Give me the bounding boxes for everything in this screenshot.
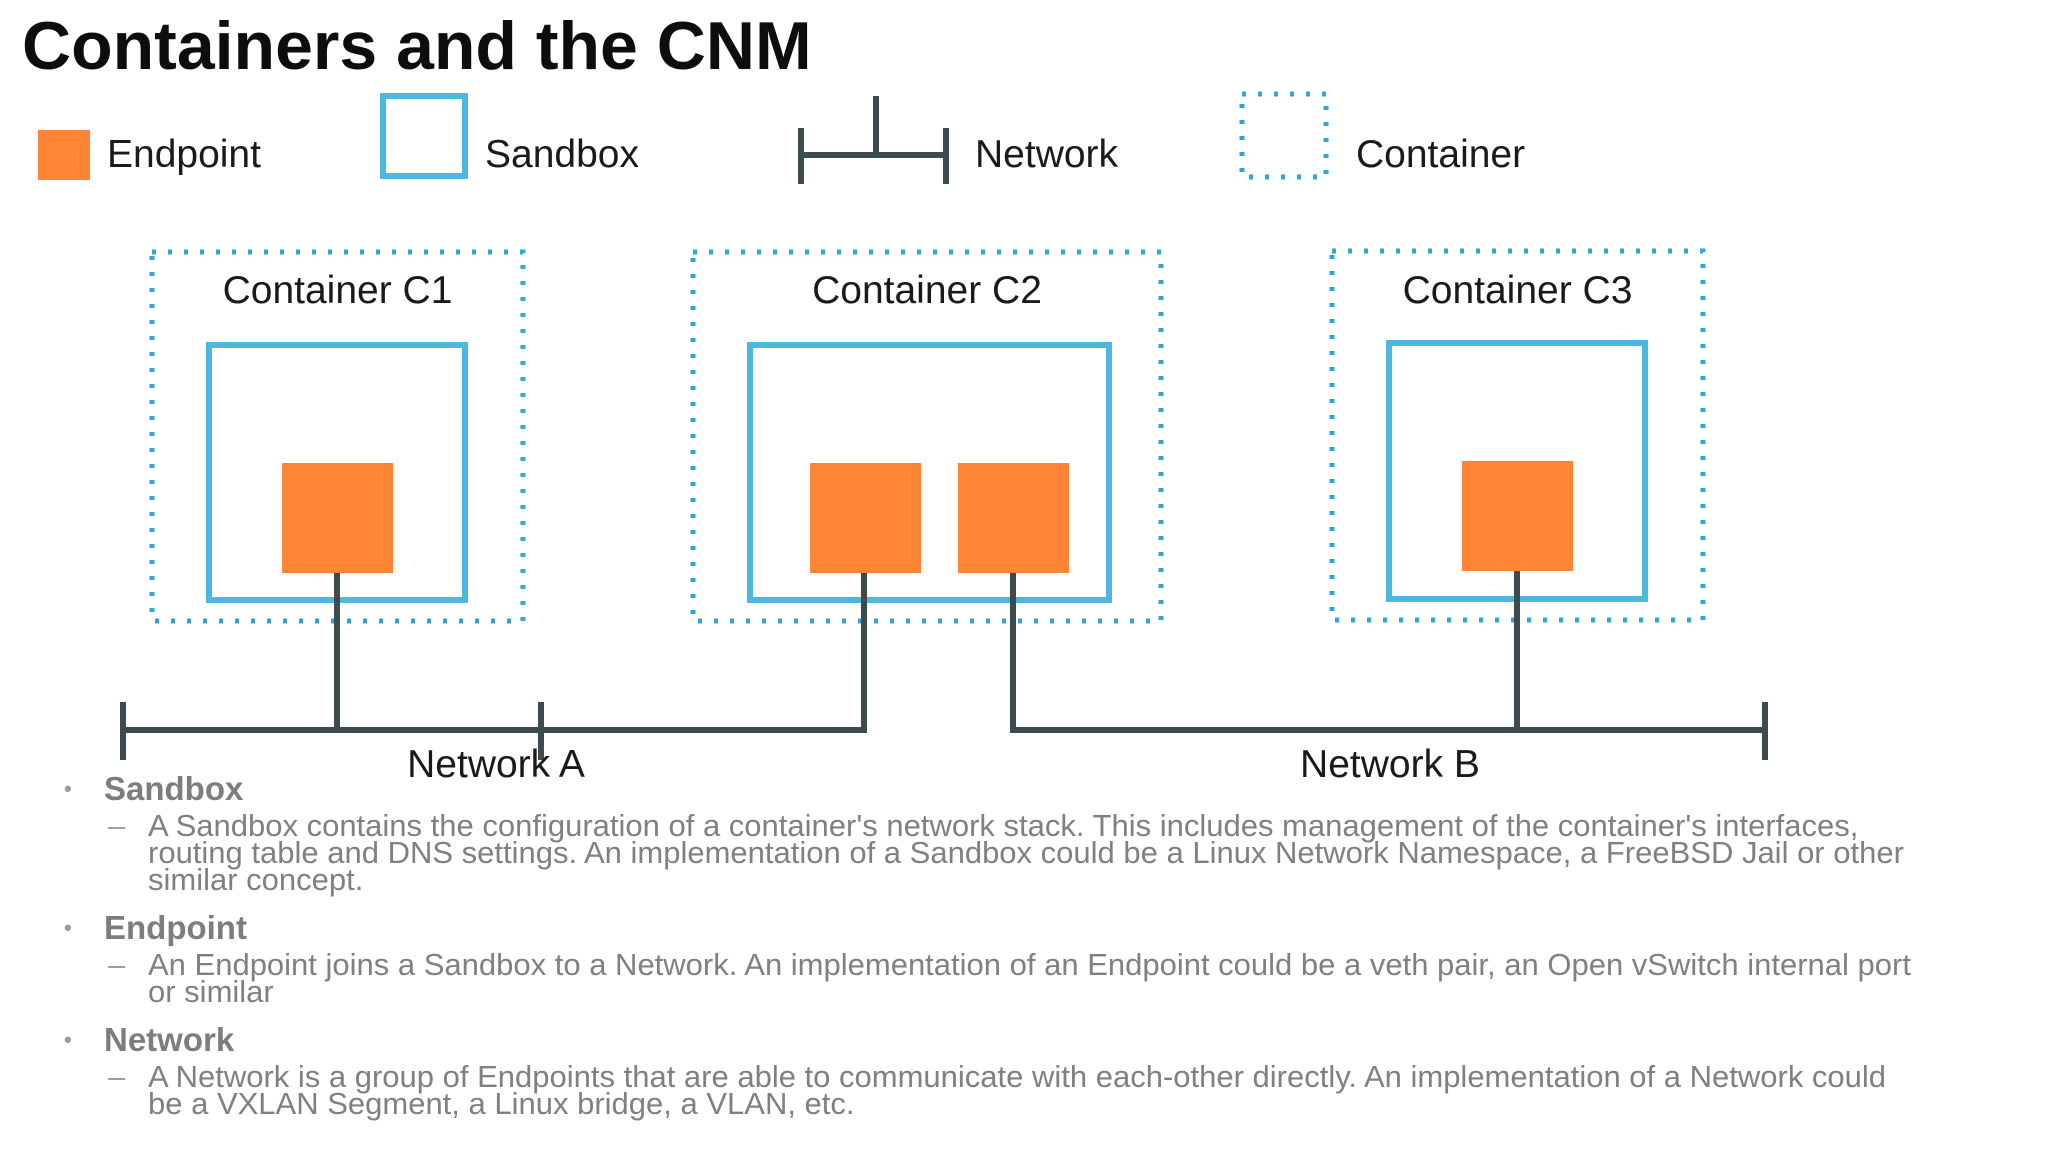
container-c3-title: Container C3 xyxy=(1402,269,1633,312)
container-c2-title: Container C2 xyxy=(812,269,1042,312)
network-description: A Network is a group of Endpoints that a… xyxy=(148,1059,1887,1121)
container-c2-boundary xyxy=(690,249,1164,624)
bullet-dot-icon: • xyxy=(64,915,72,940)
endpoint-c2-a xyxy=(810,463,921,573)
network-b-label: Network B xyxy=(1300,743,1480,786)
dash-icon: – xyxy=(108,1059,126,1094)
network-heading: Network xyxy=(104,1021,235,1058)
dash-icon: – xyxy=(108,808,126,843)
sandbox-heading: Sandbox xyxy=(104,770,244,807)
endpoint-heading: Endpoint xyxy=(104,909,247,946)
endpoint-legend-label: Endpoint xyxy=(107,133,261,176)
list-item: • Network – A Network is a group of Endp… xyxy=(60,1021,1960,1119)
bullet-dot-icon: • xyxy=(64,1027,72,1052)
container-legend-icon xyxy=(1239,91,1329,180)
network-a-label: Network A xyxy=(407,743,585,786)
endpoint-c3 xyxy=(1462,461,1573,571)
dash-icon: – xyxy=(108,947,126,982)
endpoint-legend-icon xyxy=(38,130,90,180)
sandbox-legend-label: Sandbox xyxy=(485,133,639,176)
endpoint-description: An Endpoint joins a Sandbox to a Network… xyxy=(148,947,1911,1009)
container-c1-title: Container C1 xyxy=(222,269,453,312)
definitions-list: • Sandbox – A Sandbox contains the confi… xyxy=(60,770,1960,1133)
slide-title: Containers and the CNM xyxy=(22,8,812,84)
sandbox-c2 xyxy=(747,342,1112,603)
network-legend-icon xyxy=(798,96,949,184)
network-a-line xyxy=(120,573,867,760)
list-item: • Endpoint – An Endpoint joins a Sandbox… xyxy=(60,909,1960,1007)
network-legend-label: Network xyxy=(975,133,1119,176)
list-item: • Sandbox – A Sandbox contains the confi… xyxy=(60,770,1960,895)
sandbox-description: A Sandbox contains the configuration of … xyxy=(148,808,1904,897)
bullet-dot-icon: • xyxy=(64,776,72,801)
endpoint-c1 xyxy=(282,463,393,573)
container-legend-label: Container xyxy=(1356,133,1526,176)
sandbox-legend-icon xyxy=(380,93,468,179)
network-b-line xyxy=(1010,571,1768,760)
endpoint-c2-b xyxy=(958,463,1069,573)
